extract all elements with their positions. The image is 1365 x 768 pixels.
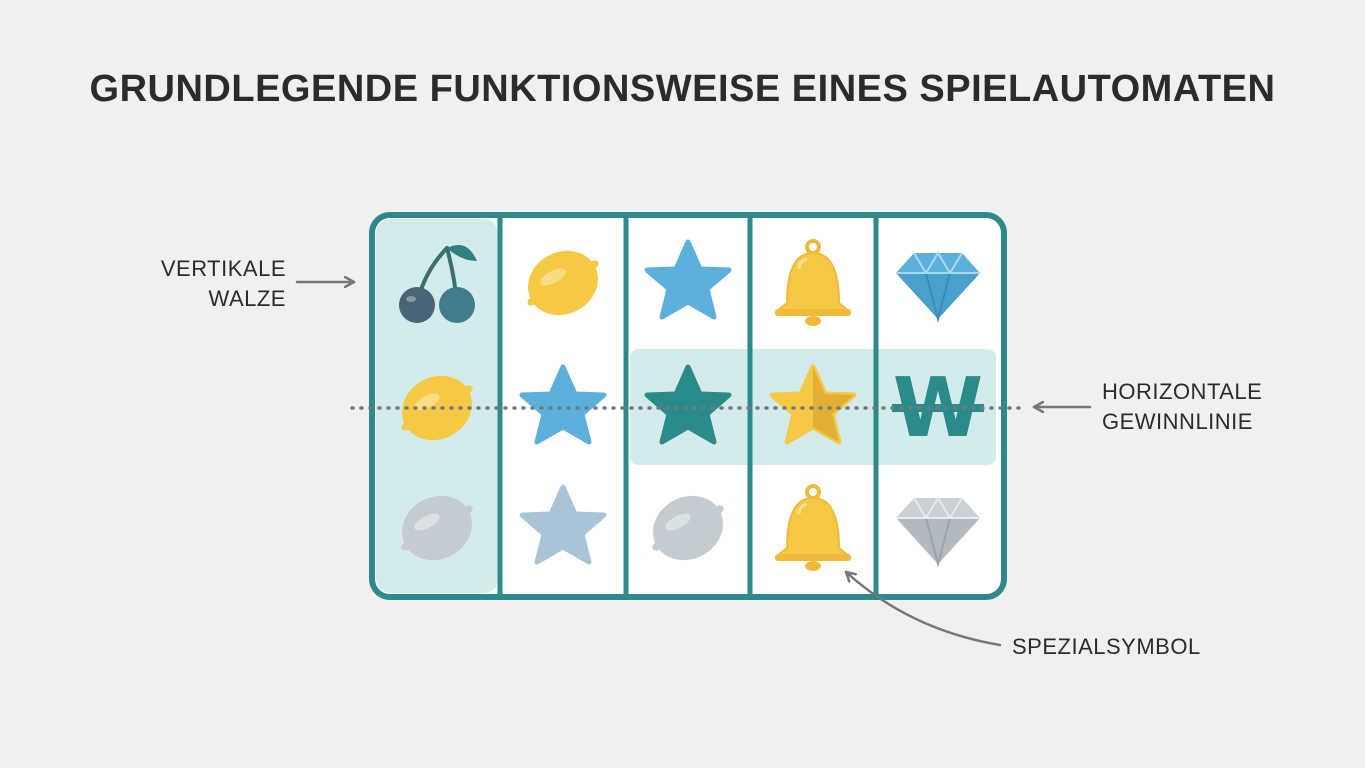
vertical-reel-label: VERTIKALE WALZE [110, 254, 286, 314]
vertical-reel-label-line1: VERTIKALE [160, 256, 286, 281]
slot-frame [369, 212, 1007, 600]
reel-dividers [497, 216, 879, 596]
special-symbol-label-text: SPEZIALSYMBOL [1012, 634, 1201, 659]
vertical-reel-label-line2: WALZE [208, 286, 286, 311]
special-symbol-label: SPEZIALSYMBOL [1012, 632, 1272, 662]
payline-label-line2: GEWINNLINIE [1102, 409, 1253, 434]
special-symbol-arrow [844, 570, 1002, 647]
payline-label-line1: HORIZONTALE [1102, 379, 1263, 404]
payline-label: HORIZONTALE GEWINNLINIE [1102, 377, 1342, 437]
page-title: GRUNDLEGENDE FUNKTIONSWEISE EINES SPIELA… [89, 68, 1276, 110]
